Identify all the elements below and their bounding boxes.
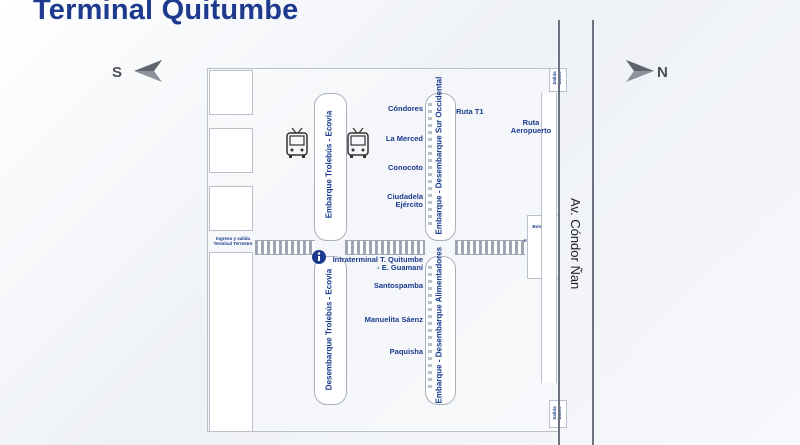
bus-icon — [347, 127, 369, 158]
info-icon[interactable] — [311, 249, 327, 265]
road-label: Av. Cóndor Ñan — [568, 198, 583, 290]
platform-markers — [428, 103, 432, 229]
platform-trolebus-desembarque — [314, 256, 347, 405]
destination-label: Paquisha — [389, 347, 423, 356]
platform-trolebus-embarque — [314, 93, 347, 241]
route-t1-label: Ruta T1 — [456, 107, 484, 116]
destination-label: Manuelita Sáenz — [364, 315, 423, 324]
destination-label: Santospamba — [373, 281, 423, 290]
destination-label: La Merced — [385, 134, 423, 143]
road-edge — [592, 20, 594, 445]
platform-trolebus-embarque-label: Embarque Trolebús - Ecovía — [324, 110, 334, 219]
service-strip — [541, 93, 557, 383]
route-airport-label: Ruta Aeropuerto — [510, 118, 552, 135]
parking-lot — [209, 70, 253, 115]
terminal-entry-label: Ingreso y salida Terminal Terrestre — [213, 236, 253, 246]
destination-label: Ciudadela Ejército — [387, 192, 423, 209]
parking-lot — [209, 128, 253, 173]
bus-exit-label: Salida buses — [552, 406, 562, 420]
page-title: Terminal Quitumbe — [33, 0, 299, 26]
crosswalk — [345, 240, 425, 255]
platform-alimentadores-label: Embarque - Desembarque Alimentadores — [434, 246, 444, 404]
arrow-left-icon — [134, 60, 162, 82]
destination-label: Intraterminal T. Quitumbe - E. Guamaní — [332, 255, 423, 272]
parking-lot — [209, 252, 253, 432]
arrow-right-icon — [626, 60, 654, 82]
parking-lot — [209, 186, 253, 231]
compass-north-label: N — [657, 64, 668, 81]
destination-label: Conocoto — [388, 163, 423, 172]
road-edge — [558, 20, 560, 445]
platform-markers — [428, 266, 432, 392]
destination-label: Cóndores — [387, 104, 423, 113]
bus-icon — [286, 127, 308, 158]
crosswalk — [255, 240, 315, 255]
platform-sur-occidental-label: Embarque - Desembarque Sur Occidental — [434, 76, 444, 235]
platform-trolebus-desembarque-label: Desembarque Trolebús - Ecovía — [324, 268, 334, 391]
crosswalk — [455, 240, 525, 255]
compass-south-label: S — [112, 64, 123, 81]
bus-exit-label: Salida buses — [552, 71, 562, 85]
